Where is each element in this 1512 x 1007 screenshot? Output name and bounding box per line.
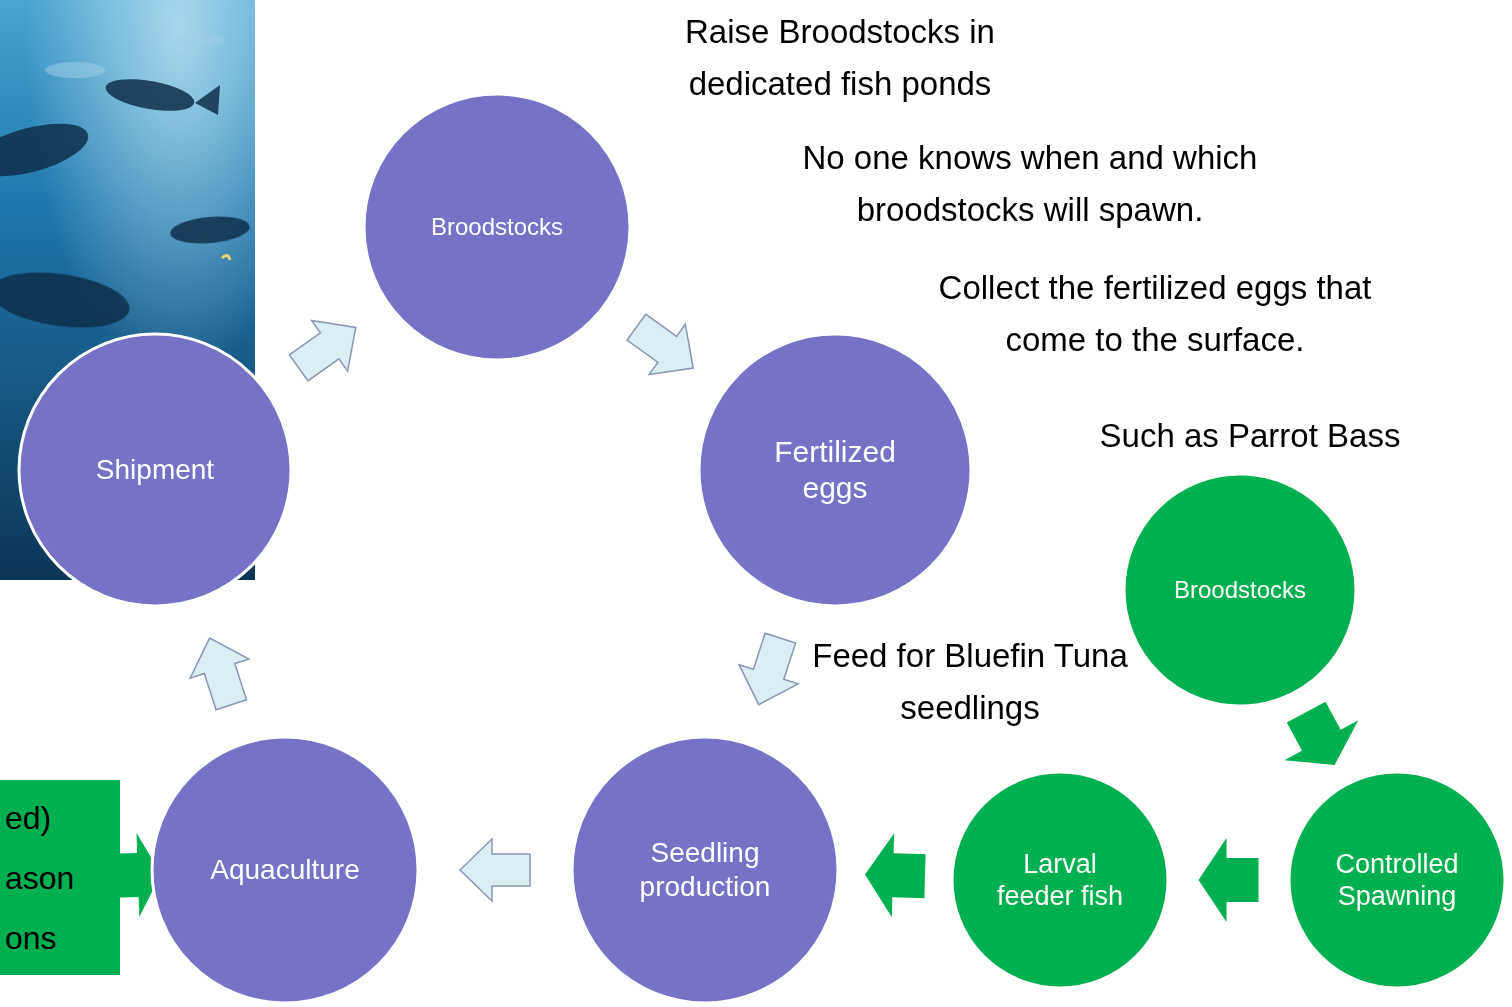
feeder-circle: Larval feeder fish [950,770,1170,990]
node-text: Broodstocks [431,213,563,242]
block-arrow [1199,838,1259,922]
block-arrow [1284,702,1358,765]
node-text: Seedling production [620,836,790,903]
process-circle: Aquaculture [150,735,420,1005]
block-arrow [627,314,693,374]
circle-outline [950,770,1170,990]
annotation-text: Feed for Bluefin Tuna seedlings [805,630,1135,734]
node-text: Aquaculture [210,853,359,887]
node-text: Controlled Spawning [1322,848,1472,913]
node-text: Larval feeder fish [985,848,1135,913]
circle-outline [697,332,973,608]
block-arrow [289,321,355,381]
feeder-circle: Broodstocks [1122,472,1358,708]
process-circle: Shipment [17,332,293,608]
process-circle: Broodstocks [362,92,632,362]
block-arrow [865,833,926,917]
node-text: ed) ason ons [5,788,90,968]
circle-outline [570,735,840,1005]
block-arrow [739,633,798,705]
block-arrow [460,839,530,901]
node-text: Shipment [96,453,214,487]
process-circle: Seedling production [570,735,840,1005]
process-circle: Fertilized eggs [697,332,973,608]
annotation-text: No one knows when and which broodstocks … [715,132,1345,236]
annotation-text: Collect the fertilized eggs that come to… [895,262,1415,366]
note-box: ed) ason ons [0,780,120,975]
node-text: Broodstocks [1174,576,1306,605]
annotation-text: Such as Parrot Bass [1040,410,1460,462]
annotation-text: Raise Broodstocks in dedicated fish pond… [615,6,1065,110]
feeder-circle: Controlled Spawning [1287,770,1507,990]
node-text: Fertilized eggs [750,434,920,506]
block-arrow [190,638,249,710]
circle-outline [1287,770,1507,990]
